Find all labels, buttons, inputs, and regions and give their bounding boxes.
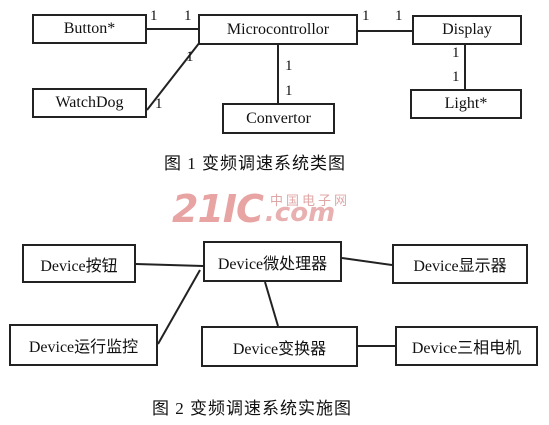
watermark-suffix: .com: [264, 198, 336, 228]
deploy-box-button: Device按钮: [22, 244, 136, 283]
figure1-caption: 图 1 变频调速系统类图: [164, 154, 346, 173]
figure2-caption: 图 2 变频调速系统实施图: [152, 399, 352, 418]
multiplicity-label: 1: [184, 8, 192, 24]
multiplicity-label: 1: [452, 45, 460, 61]
deploy-box-monitor: Device运行监控: [9, 324, 158, 366]
edge-watchdog-microcontroller: [146, 41, 201, 111]
watermark-logo: 21IC .com: [172, 188, 335, 228]
multiplicity-label: 1: [452, 69, 460, 85]
class-box-watchdog: WatchDog: [32, 88, 147, 118]
watermark-main: 21IC: [172, 187, 264, 231]
class-box-microcontroller: Microcontrollor: [198, 14, 358, 45]
deploy-box-processor: Device微处理器: [203, 241, 342, 282]
watermark-cn: 中国电子网: [270, 194, 351, 209]
class-box-convertor: Convertor: [222, 103, 335, 134]
multiplicity-label: 1: [285, 58, 293, 74]
class-box-light: Light*: [410, 89, 522, 119]
multiplicity-label: 1: [155, 96, 163, 112]
class-box-button: Button*: [32, 14, 147, 44]
edge-button-processor: [135, 263, 204, 267]
multiplicity-label: 1: [395, 8, 403, 24]
edge-processor-converter: [264, 281, 279, 327]
deploy-box-display: Device显示器: [392, 244, 528, 284]
deploy-box-motor: Device三相电机: [395, 326, 538, 366]
edge-monitor-processor: [157, 269, 201, 345]
edge-processor-display: [341, 257, 393, 266]
multiplicity-label: 1: [150, 8, 158, 24]
multiplicity-label: 1: [285, 83, 293, 99]
class-box-display: Display: [412, 15, 522, 45]
multiplicity-label: 1: [362, 8, 370, 24]
multiplicity-label: 1: [186, 49, 194, 65]
deploy-box-converter: Device变换器: [201, 326, 358, 367]
